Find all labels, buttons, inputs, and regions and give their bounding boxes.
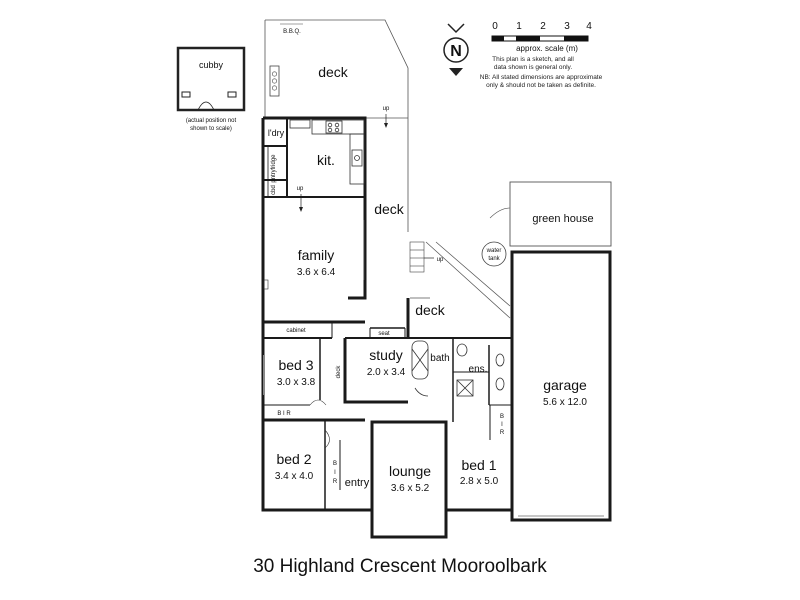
bed3: bed 3 3.0 x 3.8 B I R deck bbox=[263, 355, 342, 417]
bed1-bir-r: R bbox=[500, 430, 505, 436]
water-tank: water tank bbox=[481, 241, 507, 267]
cubby-label: cubby bbox=[199, 60, 224, 70]
up-arrow-steps: up bbox=[437, 257, 444, 263]
scale-note-3: NB: All stated dimensions are approximat… bbox=[480, 74, 603, 81]
pantry-label: pntry bbox=[271, 169, 277, 182]
up-arrow-kitchen: up bbox=[297, 186, 304, 192]
property-address-title: 30 Highland Crescent Mooroolbark bbox=[253, 556, 547, 577]
seat-label: seat bbox=[378, 331, 390, 337]
study-dim: 2.0 x 3.4 bbox=[367, 367, 406, 378]
up-arrow-deck: up bbox=[383, 106, 390, 112]
bath-labels: bath ens. bbox=[430, 353, 487, 375]
lounge-dim: 3.6 x 5.2 bbox=[391, 483, 430, 494]
kitchen-fixtures bbox=[289, 119, 365, 185]
scale-tick-2: 2 bbox=[540, 21, 546, 32]
study-label: study bbox=[369, 347, 402, 363]
bed1-bir-b: B bbox=[500, 414, 504, 420]
lounge-label: lounge bbox=[389, 463, 431, 479]
entry: entry bbox=[345, 477, 370, 489]
deck-mid: deck seat up deck bbox=[374, 201, 511, 337]
family-label: family bbox=[298, 247, 335, 263]
bed2-label: bed 2 bbox=[276, 451, 311, 467]
bed1-label: bed 1 bbox=[461, 457, 496, 473]
kitchen-labels: l'dry fridge pntry cbd kit. up bbox=[268, 128, 335, 212]
north-letter: N bbox=[450, 43, 462, 60]
garage: garage 5.6 x 12.0 bbox=[510, 250, 612, 522]
water-tank-label-2: tank bbox=[488, 256, 500, 262]
bath bbox=[411, 340, 505, 397]
cubby: cubby (actual position not shown to scal… bbox=[176, 46, 246, 132]
deck-lower-label: deck bbox=[415, 302, 446, 318]
lounge: lounge 3.6 x 5.2 bbox=[389, 463, 431, 494]
cubby-note-2: shown to scale) bbox=[190, 126, 232, 132]
scale-tick-0: 0 bbox=[492, 21, 498, 32]
north-compass: N bbox=[443, 23, 469, 76]
cabinet-label: cabinet bbox=[286, 328, 306, 334]
bed1: bed 1 2.8 x 5.0 B I R bbox=[460, 414, 505, 487]
bed1-bir-i: I bbox=[501, 422, 503, 428]
garage-dim: 5.6 x 12.0 bbox=[543, 397, 587, 408]
fridge-label: fridge bbox=[271, 154, 277, 170]
bed2: bed 2 3.4 x 4.0 B I R bbox=[275, 429, 338, 485]
scale-tick-4: 4 bbox=[586, 21, 592, 32]
bed3-dim: 3.0 x 3.8 bbox=[277, 377, 316, 388]
bed2-dim: 3.4 x 4.0 bbox=[275, 471, 314, 482]
family-dim: 3.6 x 6.4 bbox=[297, 267, 336, 278]
green-house-label: green house bbox=[532, 213, 593, 225]
scale-tick-1: 1 bbox=[516, 21, 522, 32]
deck-small-label: deck bbox=[336, 365, 342, 379]
family-room: family 3.6 x 6.4 cabinet bbox=[263, 220, 365, 334]
bed2-bir-r: R bbox=[333, 479, 338, 485]
entry-label: entry bbox=[345, 477, 370, 489]
ensuite-label: ens. bbox=[469, 364, 488, 375]
scale-note-2: data shown is general only. bbox=[494, 64, 572, 71]
bed3-label: bed 3 bbox=[278, 357, 313, 373]
bbq-label: B.B.Q. bbox=[283, 29, 301, 35]
scale-bar: 0 1 2 3 4 approx. scale (m) This plan is… bbox=[480, 21, 603, 89]
bed1-dim: 2.8 x 5.0 bbox=[460, 476, 499, 487]
scale-note-4: only & should not be taken as definite. bbox=[486, 82, 596, 89]
scale-tick-3: 3 bbox=[564, 21, 570, 32]
bed2-bir-i: I bbox=[334, 470, 336, 476]
interior-walls bbox=[262, 118, 512, 510]
water-tank-label-1: water bbox=[486, 248, 502, 254]
study: study 2.0 x 3.4 bbox=[367, 347, 406, 378]
bed3-bir-label: B I R bbox=[277, 411, 291, 417]
garage-label: garage bbox=[543, 377, 587, 393]
cupboard-label: cbd bbox=[271, 185, 277, 195]
scale-label: approx. scale (m) bbox=[516, 44, 578, 53]
deck-top: B.B.Q. deck up bbox=[264, 19, 409, 232]
cubby-note-1: (actual position not bbox=[186, 118, 237, 124]
bed2-bir-b: B bbox=[333, 461, 337, 467]
kitchen-label: kit. bbox=[317, 152, 335, 168]
deck-top-label: deck bbox=[318, 64, 349, 80]
scale-note-1: This plan is a sketch, and all bbox=[492, 56, 574, 63]
deck-mid-label: deck bbox=[374, 201, 405, 217]
laundry-label: l'dry bbox=[268, 128, 285, 138]
bath-label: bath bbox=[430, 353, 449, 364]
green-house: green house bbox=[489, 181, 612, 247]
